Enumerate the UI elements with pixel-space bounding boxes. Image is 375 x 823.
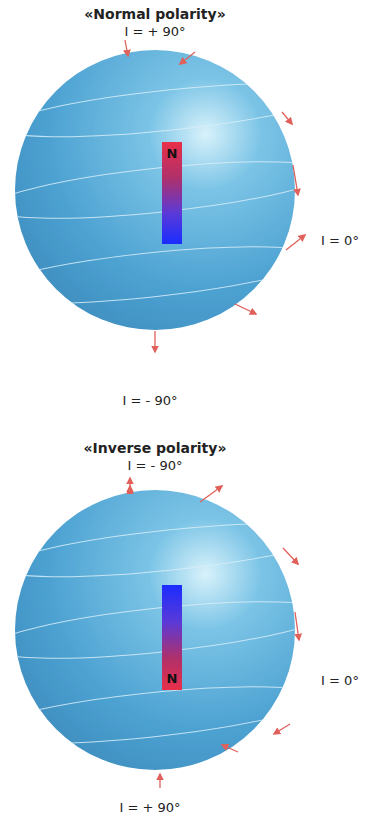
bar-magnet: N bbox=[162, 142, 182, 244]
inclination-label: I = 0° bbox=[321, 673, 359, 689]
inclination-label: I = + 90° bbox=[124, 24, 185, 40]
panel-heading: «Inverse polarity» bbox=[84, 440, 227, 457]
inclination-label: I = 0° bbox=[321, 233, 359, 249]
inclination-label: I = + 90° bbox=[119, 800, 180, 816]
panel-heading: «Normal polarity» bbox=[84, 6, 225, 23]
inclination-label: I = - 90° bbox=[128, 458, 183, 474]
bar-magnet: N bbox=[162, 585, 182, 690]
pole-letter: N bbox=[167, 671, 178, 686]
inclination-label: I = - 90° bbox=[123, 393, 178, 409]
field-arrows bbox=[130, 486, 299, 788]
pole-letter: N bbox=[167, 146, 178, 161]
field-arrows bbox=[125, 40, 305, 352]
